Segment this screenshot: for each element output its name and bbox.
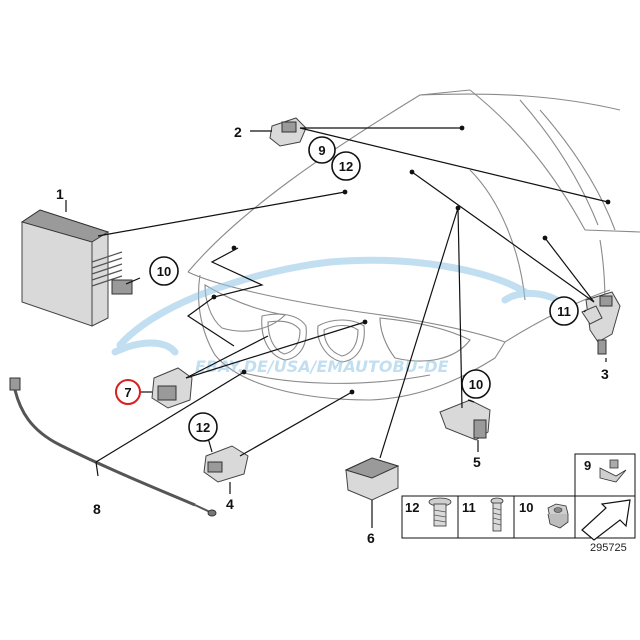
part-number-labels: 1 2 3 4 5 6 8 [56,124,609,546]
hardware-legend: 9 12 11 10 295725 [401,453,636,554]
sensor-part-5 [439,399,491,441]
legend-label-11: 11 [462,500,476,515]
bracket-part-11 [581,305,603,325]
diagram-reference-number: 295725 [590,542,627,554]
sensor-part-2 [269,117,307,147]
label-part-2: 2 [234,124,242,140]
callout-12-top-text: 12 [339,159,353,174]
callout-10-module-text: 10 [157,264,171,279]
wire-harness-part-8 [9,377,217,517]
leader-lines [65,125,611,528]
label-part-5: 5 [473,454,481,470]
callout-circle-12-top [331,151,361,181]
legend-label-9: 9 [584,458,591,473]
label-part-7: 7 [124,385,131,400]
callout-circle-10-module [149,256,179,286]
screw-icon [490,497,504,532]
highlight-circle-7 [115,379,141,405]
next-page-arrow-icon [581,499,631,541]
legend-label-12: 12 [405,500,419,515]
callout-circle-11 [549,296,579,326]
hex-nut-icon [547,503,569,529]
circled-callouts: 9 12 10 11 10 12 7 [115,136,579,442]
watermark-text: EBAY.DE/USA/EMAUTOBU-DE [195,357,449,376]
legend-label-10: 10 [519,500,533,515]
bracket-part-3 [585,291,621,355]
label-part-8: 8 [93,501,101,517]
sensor-part-7 [151,367,193,409]
bracket-clip-icon [599,467,627,483]
callout-circle-10-sensor5 [461,369,491,399]
callout-11-text: 11 [557,304,571,319]
callout-10-sensor5-text: 10 [469,377,483,392]
callout-9-text: 9 [318,143,325,158]
callout-circle-12-sensor4 [188,412,218,442]
label-part-1: 1 [56,186,64,202]
flange-bolt-icon [428,497,452,527]
sensor-part-6 [344,457,400,501]
sensor-part-4 [203,445,249,483]
label-part-3: 3 [601,366,609,382]
watermark: EBAY.DE/USA/EMAUTOBU-DE [111,256,564,376]
car-outline [187,89,640,401]
callout-circle-9 [308,136,336,164]
label-part-6: 6 [367,530,375,546]
callout-12-sensor4-text: 12 [196,420,210,435]
control-module-part [20,209,133,327]
label-part-4: 4 [226,496,234,512]
